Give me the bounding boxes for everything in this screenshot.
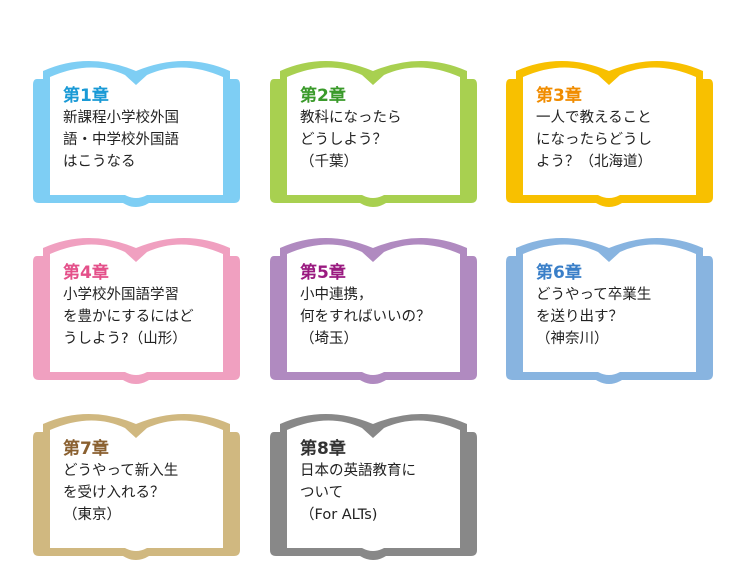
chapter-description: 小中連携， 何をすればいいの？ （埼玉） (300, 287, 431, 347)
chapter-title: 第1章 (63, 86, 109, 106)
open-book-icon (506, 61, 713, 207)
chapter-3-book-link[interactable]: 第3章 一人で教えること になったらどうし よう？（北海道） (506, 55, 713, 207)
chapter-title: 第6章 (536, 263, 582, 283)
open-book-icon (33, 238, 240, 384)
chapter-6-book-link[interactable]: 第6章 どうやって卒業生 を送り出す？ （神奈川） (506, 232, 713, 384)
chapter-1-book-link[interactable]: 第1章 新課程小学校外国 語・中学校外国語 はこうなる (33, 55, 240, 207)
chapter-description: どうやって新入生 を受け入れる？ （東京） (63, 463, 179, 523)
chapter-8-book-link[interactable]: 第8章 日本の英語教育に ついて （For ALTs) (270, 408, 477, 560)
chapter-title: 第2章 (300, 86, 346, 106)
open-book-icon (33, 61, 240, 207)
chapter-title: 第4章 (63, 263, 109, 283)
chapter-5-book-link[interactable]: 第5章 小中連携， 何をすればいいの？ （埼玉） (270, 232, 477, 384)
chapter-2-book-link[interactable]: 第2章 教科になったら どうしよう？ （千葉） (270, 55, 477, 207)
open-book-icon (270, 61, 477, 207)
chapter-title: 第3章 (536, 86, 582, 106)
open-book-icon (270, 414, 477, 560)
open-book-icon (506, 238, 713, 384)
chapter-4-book-link[interactable]: 第4章 小学校外国語学習 を豊かにするにはど うしよう?（山形） (33, 232, 240, 384)
open-book-icon (33, 414, 240, 560)
open-book-icon (270, 238, 477, 384)
chapter-7-book-link[interactable]: 第7章 どうやって新入生 を受け入れる？ （東京） (33, 408, 240, 560)
chapter-description: どうやって卒業生 を送り出す？ （神奈川） (536, 287, 652, 347)
chapter-description: 新課程小学校外国 語・中学校外国語 はこうなる (63, 110, 179, 170)
chapter-title: 第7章 (63, 439, 109, 459)
chapter-description: 小学校外国語学習 を豊かにするにはど うしよう?（山形） (63, 287, 194, 347)
chapter-title: 第8章 (300, 439, 346, 459)
chapter-description: 日本の英語教育に ついて （For ALTs) (300, 463, 416, 523)
chapter-description: 一人で教えること になったらどうし よう？（北海道） (536, 110, 652, 170)
chapter-description: 教科になったら どうしよう？ （千葉） (300, 110, 402, 170)
chapter-title: 第5章 (300, 263, 346, 283)
